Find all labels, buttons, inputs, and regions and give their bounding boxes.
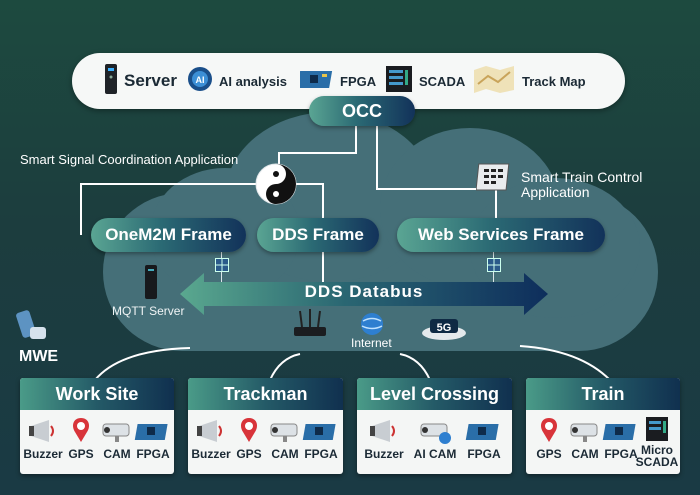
svg-text:AI: AI [196, 75, 205, 85]
mqtt-server-icon [143, 265, 159, 304]
mwe-device-icon [16, 309, 48, 352]
fpga-board-icon [134, 424, 168, 440]
fpga-board-icon [465, 424, 499, 440]
device-ai-cam: AI CAM [409, 416, 461, 470]
device-cam: CAM [562, 416, 608, 470]
switch-icon-right [487, 258, 501, 277]
panel-trackman: Trackman Buzzer GPS CAM FPGA [188, 378, 343, 474]
gps-icon [241, 418, 257, 442]
top-label-server: Server [124, 71, 177, 90]
server-icon [104, 63, 118, 99]
top-label-scada: SCADA [419, 73, 466, 89]
buzzer-icon [197, 420, 222, 442]
smart-train-label-line1: Smart Train Control [521, 169, 643, 185]
panel-title-work-site: Work Site [20, 378, 174, 410]
device-micro-scada: Micro SCADA [634, 416, 680, 470]
switch-icon-left [215, 258, 229, 277]
5g-icon: 5G [420, 315, 468, 346]
fpga-board-icon [302, 424, 336, 440]
svg-text:5G: 5G [437, 322, 452, 334]
camera-icon [570, 423, 598, 442]
camera-icon [270, 423, 298, 442]
panel-level-crossing: Level Crossing Buzzer AI CAM FPGA [357, 378, 512, 474]
device-fpga: FPGA [598, 416, 644, 470]
camera-icon [102, 423, 130, 442]
control-panel-icon [475, 162, 512, 199]
device-buzzer: Buzzer [188, 416, 234, 470]
device-gps: GPS [526, 416, 572, 470]
frame-onem2m: OneM2M Frame [91, 218, 246, 252]
panel-title-trackman: Trackman [188, 378, 343, 410]
gps-icon [73, 418, 89, 442]
buzzer-icon [370, 420, 395, 442]
top-item-fpga: FPGA [297, 53, 377, 109]
device-buzzer: Buzzer [361, 416, 407, 470]
scada-rack-icon [646, 417, 668, 441]
scada-rack-icon [385, 65, 413, 98]
yin-yang-icon [255, 163, 297, 210]
fpga-board-icon [602, 424, 636, 440]
panel-title-level-crossing: Level Crossing [357, 378, 512, 410]
panel-train: Train GPS CAM FPGA Micro SCADA [526, 378, 680, 474]
dds-databus-arrow [180, 273, 548, 320]
top-label-ai-analysis: AI analysis [219, 73, 287, 89]
fpga-board-icon [297, 66, 334, 97]
smart-train-label: Smart Train Control Application [521, 170, 642, 200]
top-label-track-map: Track Map [522, 73, 586, 89]
device-buzzer: Buzzer [20, 416, 66, 470]
top-label-fpga: FPGA [340, 73, 377, 89]
gps-icon [541, 418, 557, 442]
smart-train-label-line2: Application [521, 184, 590, 200]
router-icon [292, 309, 328, 344]
ai-camera-icon [420, 423, 451, 444]
top-item-track-map: Track Map [472, 53, 586, 109]
top-item-ai-analysis: AI AI analysis [187, 53, 287, 109]
panel-connector-arcs [94, 345, 611, 381]
globe-icon [358, 312, 386, 341]
device-gps: GPS [226, 416, 272, 470]
device-cam: CAM [262, 416, 308, 470]
frame-web-services: Web Services Frame [397, 218, 605, 252]
device-gps: GPS [58, 416, 104, 470]
top-item-server: Server [104, 53, 177, 109]
top-item-scada: SCADA [385, 53, 465, 109]
ai-chip-icon: AI [187, 66, 213, 97]
device-fpga: FPGA [461, 416, 507, 470]
mwe-label: MWE [19, 348, 59, 365]
panel-title-train: Train [526, 378, 680, 410]
occ-pill: OCC [309, 96, 415, 126]
track-map-icon [472, 64, 516, 99]
device-fpga: FPGA [130, 416, 176, 470]
dds-databus-label: DDS Databus [304, 282, 424, 301]
internet-label: Internet [351, 336, 392, 350]
buzzer-icon [29, 420, 54, 442]
panel-work-site: Work Site Buzzer GPS CAM FPGA [20, 378, 174, 474]
mqtt-server-label: MQTT Server [112, 304, 185, 318]
device-fpga: FPGA [298, 416, 344, 470]
smart-signal-label: Smart Signal Coordination Application [20, 152, 239, 167]
frame-dds: DDS Frame [257, 218, 379, 252]
device-cam: CAM [94, 416, 140, 470]
